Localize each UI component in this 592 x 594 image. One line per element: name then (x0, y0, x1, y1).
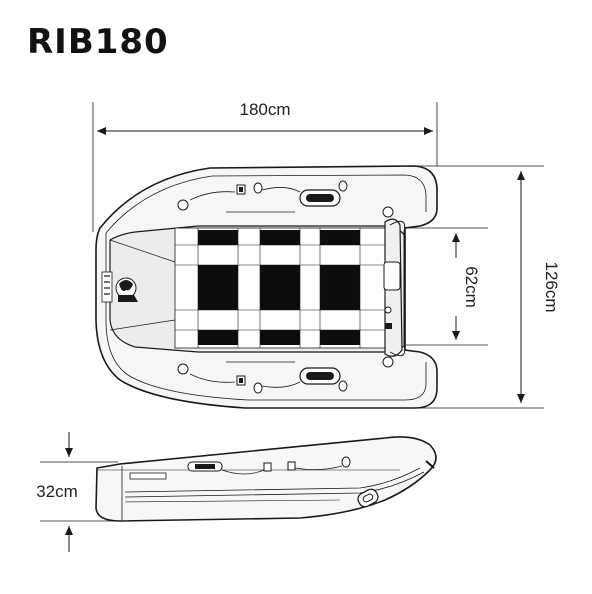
drain-valve (384, 306, 392, 314)
side-view (95, 436, 437, 522)
bow-handle (357, 488, 379, 508)
brand-logo (101, 271, 138, 303)
dimension-outer-width: 126cm (412, 165, 561, 409)
top-view (95, 165, 438, 409)
inner-width-label: 62cm (462, 266, 481, 308)
transom-plate (383, 261, 401, 291)
tube-fittings-top (177, 180, 348, 213)
outer-width-label: 126cm (542, 261, 561, 312)
tube-fittings-bottom (177, 361, 348, 394)
dimension-length: 180cm (92, 100, 438, 232)
length-label: 180cm (239, 100, 290, 119)
dimension-inner-width: 62cm (405, 227, 488, 346)
height-label: 32cm (36, 482, 78, 501)
model-title: RIB180 (27, 22, 169, 62)
dimension-height: 32cm (36, 432, 118, 552)
tube-inner-line (105, 174, 427, 401)
floor-panels (174, 227, 386, 349)
